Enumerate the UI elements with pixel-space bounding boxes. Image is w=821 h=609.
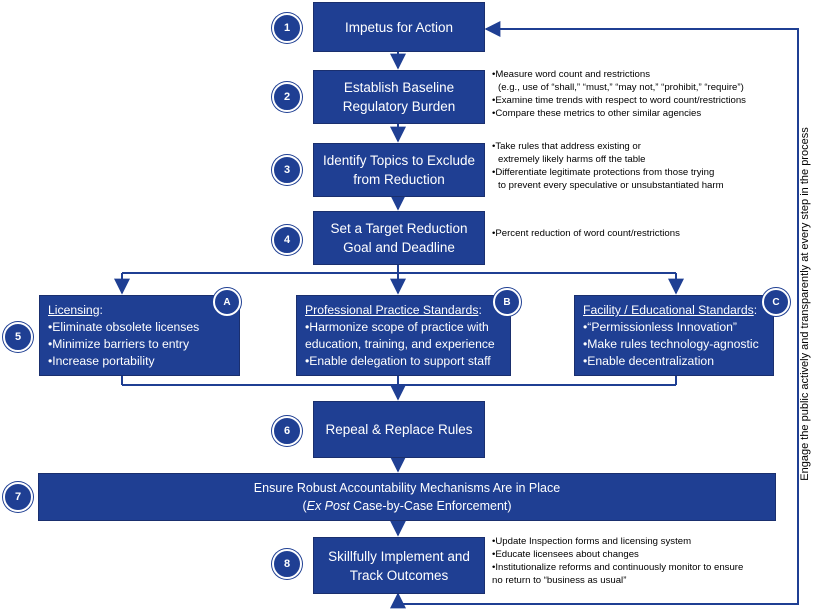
panel-licensing-item: •Eliminate obsolete licenses [48, 320, 200, 334]
panel-licensing-item: •Increase portability [48, 354, 155, 368]
panel-licensing-title: Licensing: [48, 303, 103, 317]
note-line: extremely likely harms off the table [498, 154, 646, 165]
note-line: •Update Inspection forms and licensing s… [492, 536, 692, 547]
step-2-notes: •Measure word count and restrictions (e.… [492, 68, 746, 120]
panel-professional-practice-item: education, training, and experience [305, 337, 495, 351]
panel-letter-b: B [493, 288, 521, 316]
step-3-box: Identify Topics to Exclude from Reductio… [313, 143, 485, 197]
panel-letter-c: C [762, 288, 790, 316]
step-4-notes: •Percent reduction of word count/restric… [492, 227, 680, 240]
step-8-label-line-2: Track Outcomes [349, 567, 449, 583]
panel-licensing: Licensing: •Eliminate obsolete licenses … [39, 295, 240, 376]
step-8-box: Skillfully Implement and Track Outcomes [313, 537, 485, 594]
note-line: •Compare these metrics to other similar … [492, 108, 702, 119]
panel-professional-practice-title: Professional Practice Standards: [305, 303, 482, 317]
step-number-7: 7 [3, 482, 33, 512]
step-2-box: Establish Baseline Regulatory Burden [313, 70, 485, 124]
step-3-label-line-2: from Reduction [353, 172, 445, 187]
step-4-box: Set a Target Reduction Goal and Deadline [313, 211, 485, 265]
note-line: to prevent every speculative or unsubsta… [498, 180, 724, 191]
panel-facility-educational: Facility / Educational Standards: •“Perm… [574, 295, 774, 376]
panel-facility-educational-item: •“Permissionless Innovation” [583, 320, 737, 334]
panel-facility-educational-item: •Enable decentralization [583, 354, 714, 368]
step-1-box: Impetus for Action [313, 2, 485, 52]
step-7-sublabel: (Ex Post Case-by-Case Enforcement) [302, 499, 512, 513]
note-line: •Institutionalize reforms and continuous… [492, 562, 744, 573]
note-line: •Educate licensees about changes [492, 549, 639, 560]
step-2-label-line-2: Regulatory Burden [342, 99, 456, 114]
panel-letter-a: A [213, 288, 241, 316]
step-4-label-line-2: Goal and Deadline [343, 240, 455, 255]
note-line: •Take rules that address existing or [492, 141, 641, 152]
step-number-6: 6 [272, 416, 302, 446]
step-8-notes: •Update Inspection forms and licensing s… [492, 535, 743, 587]
step-number-4: 4 [272, 225, 302, 255]
note-line: •Differentiate legitimate protections fr… [492, 167, 715, 178]
step-6-box: Repeal & Replace Rules [313, 401, 485, 458]
step-6-label: Repeal & Replace Rules [325, 422, 473, 437]
panel-facility-educational-item: •Make rules technology-agnostic [583, 337, 759, 351]
public-engagement-text: Engage the public actively and transpare… [799, 127, 811, 481]
note-line: (e.g., use of “shall,” “must,” “may not,… [498, 82, 744, 93]
step-7-box: Ensure Robust Accountability Mechanisms … [38, 473, 776, 521]
note-line: •Percent reduction of word count/restric… [492, 228, 680, 239]
step-8-label-line-1: Skillfully Implement and [328, 548, 470, 564]
note-line: •Examine time trends with respect to wor… [492, 95, 746, 106]
step-number-3: 3 [272, 155, 302, 185]
feedback-loop [390, 21, 799, 609]
panel-professional-practice: Professional Practice Standards: •Harmon… [296, 295, 511, 376]
step-number-5: 5 [3, 322, 33, 352]
step-3-notes: •Take rules that address existing or ext… [492, 140, 724, 192]
panel-professional-practice-item: •Enable delegation to support staff [305, 354, 491, 368]
panel-professional-practice-item: •Harmonize scope of practice with [305, 320, 489, 334]
note-line: no return to “business as usual” [492, 575, 627, 586]
step-number-2: 2 [272, 82, 302, 112]
panel-licensing-item: •Minimize barriers to entry [48, 337, 190, 351]
step-3-label-line-1: Identify Topics to Exclude [322, 153, 476, 168]
step-number-1: 1 [272, 13, 302, 43]
step-number-8: 8 [272, 549, 302, 579]
panel-facility-educational-title: Facility / Educational Standards: [583, 303, 758, 317]
step-1-label: Impetus for Action [344, 19, 454, 35]
step-4-label-line-1: Set a Target Reduction [330, 221, 468, 236]
note-line: •Measure word count and restrictions [492, 69, 650, 80]
step-2-label-line-1: Establish Baseline [343, 80, 455, 95]
step-7-label: Ensure Robust Accountability Mechanisms … [253, 481, 561, 495]
